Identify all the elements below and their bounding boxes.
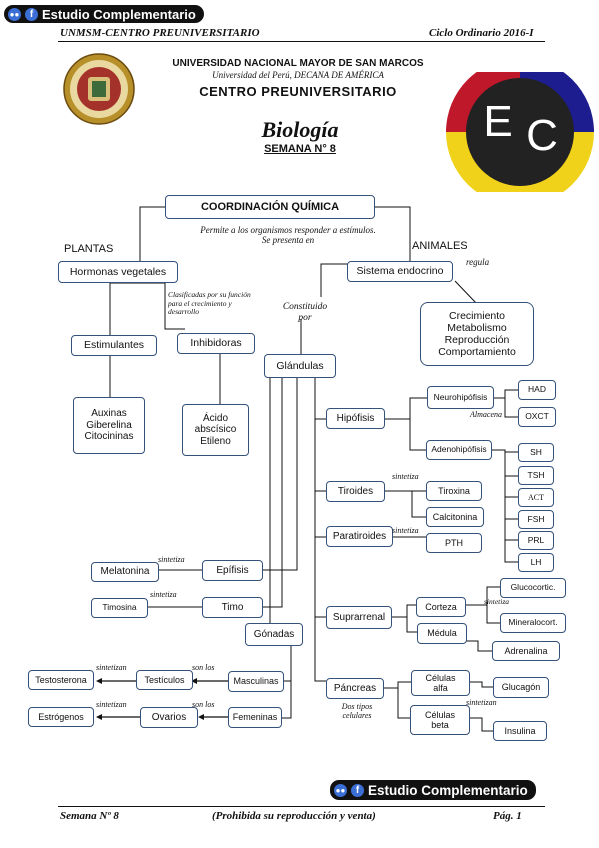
melatonina-box: Melatonina <box>91 562 159 582</box>
brand-label: Estudio Complementario <box>42 6 196 22</box>
ovarios-box: Ovarios <box>140 707 198 728</box>
footer-right: Pág. 1 <box>493 810 522 822</box>
testiculos-box: Testículos <box>136 670 193 690</box>
almacena-label: Almacena <box>470 410 502 419</box>
tiroides-box: Tiroides <box>326 481 385 502</box>
animals-label: ANIMALES <box>412 240 468 252</box>
plant-hormones-note: Clasificadas por su función para el crec… <box>168 290 251 317</box>
adeno-item-fsh: FSH <box>518 510 554 529</box>
had-box: HAD <box>518 380 556 400</box>
pth-box: PTH <box>426 533 482 553</box>
group-icon: ●● <box>8 7 21 21</box>
university-seal-icon <box>63 53 135 125</box>
doc-title: Biología <box>261 117 339 142</box>
footer-center: (Prohibida su reproducción y venta) <box>212 810 376 822</box>
adeno-item-lh: LH <box>518 553 554 572</box>
timo-box: Timo <box>202 597 263 618</box>
ovarios-sintetizan-label: sintetizan <box>96 700 127 709</box>
epifisis-box: Epífisis <box>202 560 263 581</box>
femeninas-son-los-label: son los <box>192 700 215 709</box>
group-icon: ●● <box>334 783 347 797</box>
header-right: Ciclo Ordinario 2016-I <box>429 27 534 39</box>
femeninas-box: Femeninas <box>228 707 282 728</box>
beta-sintetizan-label: sintetizan <box>466 698 497 707</box>
brand-badge-bottom: ●● f Estudio Complementario <box>330 780 536 800</box>
glucocorticoides-box: Glucocortic. <box>500 578 566 598</box>
oxct-box: OXCT <box>518 407 556 427</box>
celulas-alfa-box: Células alfa <box>411 670 470 696</box>
timosina-box: Timosina <box>91 598 148 618</box>
root-box: COORDINACIÓN QUÍMICA <box>165 195 375 219</box>
inhibitors-box: Inhibidoras <box>177 333 255 354</box>
adenohipofisis-box: Adenohipófisis <box>426 440 492 460</box>
facebook-icon: f <box>351 783 364 797</box>
timo-sintetiza-label: sintetiza <box>150 590 177 599</box>
pancreas-box: Páncreas <box>326 678 384 699</box>
regula-label: regula <box>466 257 490 267</box>
testiculos-sintetizan-label: sintetizan <box>96 663 127 672</box>
gonadas-box: Gónadas <box>245 623 303 646</box>
testosterona-box: Testosterona <box>28 670 94 690</box>
adrenalina-box: Adrenalina <box>492 641 560 661</box>
adeno-item-tsh: TSH <box>518 466 554 485</box>
ec-logo-icon: E C <box>446 72 594 192</box>
plant-hormones-box: Hormonas vegetales <box>58 261 178 283</box>
medula-box: Médula <box>417 623 467 644</box>
corteza-sintetiza-label: sintetiza <box>484 597 510 606</box>
adeno-item-prl: PRL <box>518 531 554 550</box>
estrogenos-box: Estrógenos <box>28 707 94 727</box>
glucagon-box: Glucagón <box>493 677 549 698</box>
doc-week: SEMANA N° 8 <box>264 143 336 155</box>
endocrine-system-box: Sistema endocrino <box>347 261 453 282</box>
suprarrenal-box: Suprarrenal <box>326 606 392 629</box>
paratiroides-box: Paratiroides <box>326 526 393 547</box>
tiroides-sintetiza-label: sintetiza <box>392 472 419 481</box>
adeno-item-sh: SH <box>518 443 554 462</box>
glands-box: Glándulas <box>264 354 336 378</box>
inhibitors-list-box: Ácido abscísico Etileno <box>182 404 249 456</box>
brand-badge-top: ●● f Estudio Complementario <box>4 5 204 23</box>
stimulants-list-box: Auxinas Giberelina Citocininas <box>73 397 145 454</box>
dos-tipos-label: Dos tipos celulares <box>341 702 373 721</box>
adeno-item-act: ACT <box>518 488 554 507</box>
constituido-label: Constituido por <box>282 302 328 323</box>
brand-label-bottom: Estudio Complementario <box>368 782 528 798</box>
footer-left: Semana Nº 8 <box>60 810 119 822</box>
root-description: Permite a los organismos responder a est… <box>200 225 376 246</box>
hipofisis-box: Hipófisis <box>326 408 385 429</box>
insulina-box: Insulina <box>493 721 547 741</box>
mineralocorticoides-box: Mineralocort. <box>500 613 566 633</box>
stimulants-box: Estimulantes <box>71 335 157 356</box>
facebook-icon: f <box>25 7 38 21</box>
institution-center: CENTRO PREUNIVERSITARIO <box>199 84 397 99</box>
paratiroides-sintetiza-label: sintetiza <box>392 526 419 535</box>
institution-sub: Universidad del Perú, DECANA DE AMÉRICA <box>212 70 384 80</box>
epifisis-sintetiza-label: sintetiza <box>158 555 185 564</box>
masculinas-son-los-label: son los <box>192 663 215 672</box>
calcitonina-box: Calcitonina <box>426 507 484 527</box>
plants-label: PLANTAS <box>64 243 114 255</box>
header-rule <box>58 41 545 42</box>
institution-name: UNIVERSIDAD NACIONAL MAYOR DE SAN MARCOS <box>172 58 424 69</box>
svg-text:C: C <box>526 111 558 160</box>
corteza-box: Corteza <box>416 597 466 617</box>
tiroxina-box: Tiroxina <box>426 481 482 501</box>
footer-rule <box>58 806 545 807</box>
celulas-beta-box: Células beta <box>410 705 470 735</box>
header-left: UNMSM-CENTRO PREUNIVERSITARIO <box>60 27 260 39</box>
neurohipofisis-box: Neurohipófisis <box>427 386 494 409</box>
masculinas-box: Masculinas <box>228 671 284 692</box>
regulated-functions-box: Crecimiento Metabolismo Reproducción Com… <box>420 302 534 366</box>
svg-text:E: E <box>483 97 512 146</box>
